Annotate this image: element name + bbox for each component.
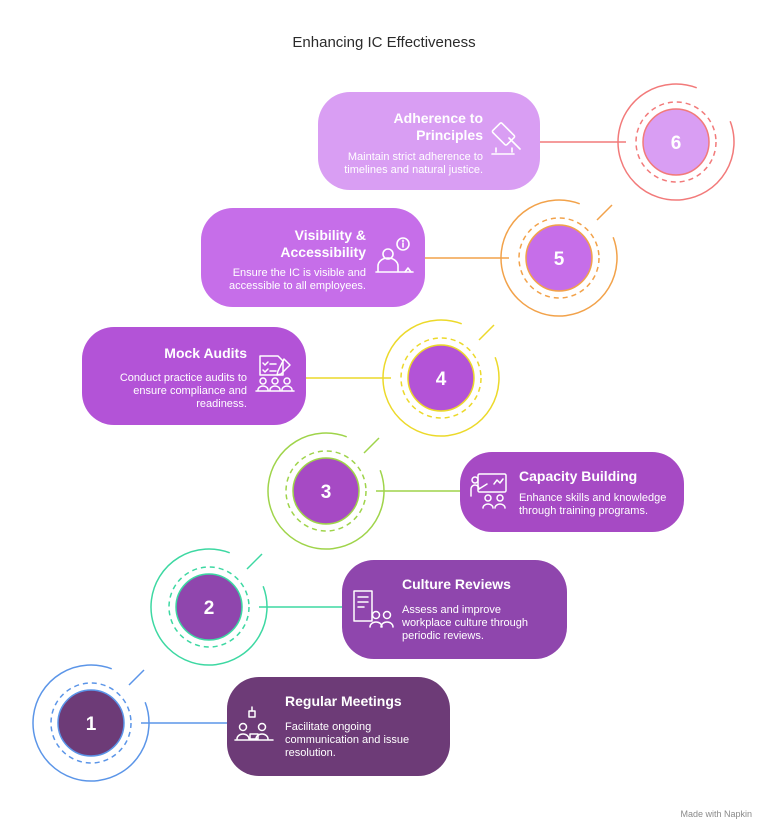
step-2-description: Assess and improve workplace culture thr…	[402, 604, 528, 642]
meeting-icon	[234, 706, 274, 741]
step-6-description: Maintain strict adherence to timelines a…	[344, 151, 483, 176]
step-1-number: 1	[86, 714, 97, 735]
step-1-card: Regular Meetings Facilitate ongoing comm…	[227, 677, 450, 776]
step-4-outer-ring	[382, 319, 500, 437]
step-1-dashed-ring	[50, 682, 132, 764]
step-3-number-circle	[292, 457, 360, 525]
step-2-diagonal-connector	[246, 553, 263, 570]
step-4-card: Mock Audits Conduct practice audits to e…	[82, 327, 306, 425]
audit-checklist-icon	[255, 355, 295, 392]
step-5-description: Ensure the IC is visible and accessible …	[229, 267, 366, 292]
step-6-card: Adherence to Principles Maintain strict …	[318, 92, 540, 190]
training-icon	[470, 473, 507, 509]
step-1-title: Regular Meetings	[285, 693, 402, 709]
step-4-description: Conduct practice audits to ensure compli…	[119, 372, 247, 410]
step-2-number-circle	[175, 573, 243, 641]
step-5-number: 5	[554, 249, 565, 270]
step-3-card: Capacity Building Enhance skills and kno…	[460, 452, 684, 532]
step-3-title: Capacity Building	[519, 468, 638, 484]
step-5-diagonal-connector	[596, 204, 613, 221]
step-4-dashed-ring	[400, 337, 482, 419]
step-3-diagonal-connector	[363, 437, 380, 454]
step-2-number: 2	[204, 598, 215, 619]
step-3-description: Enhance skills and knowledge through tra…	[519, 492, 667, 517]
info-person-icon	[375, 237, 414, 273]
step-3-number: 3	[321, 482, 332, 503]
step-1-description: Facilitate ongoing communication and iss…	[285, 721, 410, 759]
diagram-title: Enhancing IC Effectiveness	[292, 34, 476, 51]
step-1-number-circle	[57, 689, 125, 757]
gavel-icon	[491, 122, 521, 155]
step-5-number-circle	[525, 224, 593, 292]
step-6-number-circle	[642, 108, 710, 176]
step-3-outer-ring	[267, 432, 385, 550]
step-2-title: Culture Reviews	[402, 576, 511, 592]
step-5-outer-ring	[500, 199, 618, 317]
step-1-outer-ring	[32, 664, 150, 782]
step-2-dashed-ring	[168, 566, 250, 648]
step-6-number: 6	[671, 133, 682, 154]
step-4-number-circle	[407, 344, 475, 412]
step-6-dashed-ring	[635, 101, 717, 183]
step-1-diagonal-connector	[128, 669, 145, 686]
step-5-dashed-ring	[518, 217, 600, 299]
made-with-napkin-footer: Made with Napkin	[680, 809, 752, 819]
step-2-card: Culture Reviews Assess and improve workp…	[342, 560, 567, 659]
step-6-outer-ring	[617, 83, 735, 201]
document-people-icon	[353, 590, 394, 628]
step-2-outer-ring	[150, 548, 268, 666]
step-4-title: Mock Audits	[164, 345, 247, 361]
step-4-number: 4	[436, 369, 447, 390]
step-5-title: Visibility & Accessibility	[280, 227, 366, 260]
step-4-diagonal-connector	[478, 324, 495, 341]
step-3-dashed-ring	[285, 450, 367, 532]
step-5-card: Visibility & Accessibility Ensure the IC…	[201, 208, 425, 307]
step-6-title: Adherence to Principles	[393, 110, 483, 143]
